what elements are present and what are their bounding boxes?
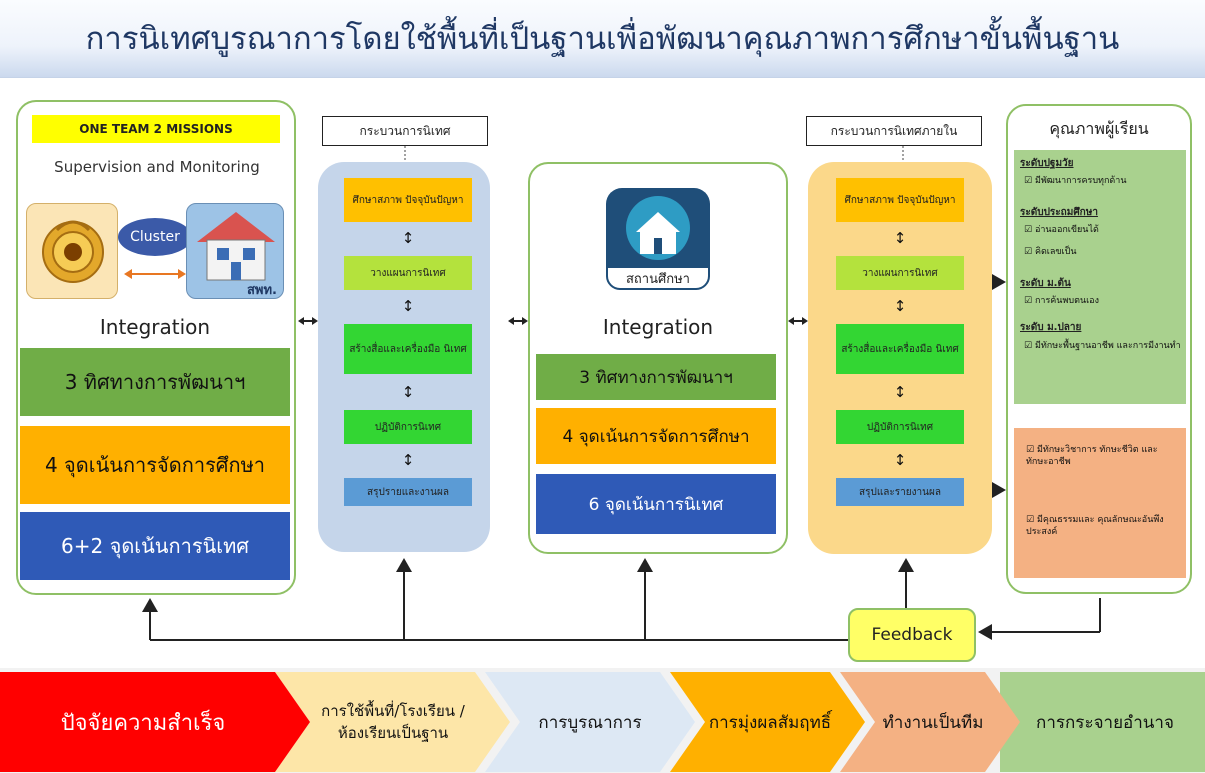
right-step-study: ศึกษาสภาพ ปัจจุบันปัญหา: [836, 178, 964, 222]
cluster-oval: Cluster: [118, 218, 192, 256]
feedback-box: Feedback: [848, 608, 976, 662]
check-icon: ☑: [1026, 515, 1037, 525]
factor-area-based: การใช้พื้นที่/โรงเรียน /ห้องเรียนเป็นฐาน: [321, 702, 465, 742]
updown-arrow-icon: ↕: [401, 450, 415, 469]
level-item-text: คิดเลขเป็น: [1034, 247, 1077, 257]
check-icon: ☑: [1026, 445, 1037, 455]
left-box-supervision-focus: 6+2 จุดเน้นการนิเทศ: [20, 512, 290, 580]
level-heading: ระดับ ม.ต้น: [1020, 278, 1071, 289]
process-right-header: กระบวนการนิเทศภายใน: [806, 116, 982, 146]
level-item: ☑ มีทักษะพื้นฐานอาชีพ และการมีงานทำ: [1024, 340, 1184, 370]
left-box-education-focus: 4 จุดเน้นการจัดการศึกษา: [20, 426, 290, 504]
office-badge: [186, 203, 284, 299]
check-icon: ☑: [1024, 247, 1035, 257]
left-step-summary: สรุปรายและงานผล: [344, 478, 472, 506]
success-chevrons: [0, 672, 1205, 772]
left-box-directions: 3 ทิศทางการพัฒนาฯ: [20, 348, 290, 416]
center-box-directions: 3 ทิศทางการพัฒนาฯ: [536, 354, 776, 400]
level-item-text: อ่านออกเขียนได้: [1034, 225, 1099, 235]
house-icon: [197, 212, 275, 281]
updown-arrow-icon: ↕: [401, 382, 415, 401]
factor-achievement: การมุ่งผลสัมฤทธิ์: [708, 712, 832, 733]
level-item-text: การค้นพบตนเอง: [1034, 296, 1099, 306]
level-heading: ระดับ ม.ปลาย: [1020, 322, 1082, 333]
school-badge: [606, 188, 710, 290]
quality-levels-box: [1014, 150, 1186, 404]
updown-arrow-icon: ↕: [401, 296, 415, 315]
quality-skills-box: [1014, 428, 1186, 578]
emblem-icon: [42, 220, 104, 283]
updown-arrow-icon: ↕: [893, 228, 907, 247]
title-bar: [0, 0, 1205, 78]
school-icon: [626, 196, 690, 260]
factor-decentralization: การกระจายอำนาจ: [1036, 712, 1174, 733]
factor-teamwork: ทำงานเป็นทีม: [882, 712, 984, 733]
left-step-study: ศึกษาสภาพ ปัจจุบันปัญหา: [344, 178, 472, 222]
skill-item: ☑ มีคุณธรรมและ คุณลักษณะอันพึงประสงค์: [1026, 514, 1176, 548]
center-box-education-focus: 4 จุดเน้นการจัดการศึกษา: [536, 408, 776, 464]
level-heading: ระดับประถมศึกษา: [1020, 207, 1098, 218]
right-step-tools: สร้างสื่อและเครื่องมือ นิเทศ: [836, 324, 964, 374]
level-item: ☑ อ่านออกเขียนได้: [1024, 224, 1184, 238]
office-label: สพท.: [246, 282, 277, 298]
level-item: ☑ มีพัฒนาการครบทุกด้าน: [1024, 175, 1184, 203]
level-item: ☑ คิดเลขเป็น: [1024, 246, 1184, 260]
center-box-supervision-focus: 6 จุดเน้นการนิเทศ: [536, 474, 776, 534]
updown-arrow-icon: ↕: [401, 228, 415, 247]
integration-label-center: Integration: [602, 315, 714, 339]
integration-label-left: Integration: [99, 315, 211, 339]
level-item: ☑ การค้นพบตนเอง: [1024, 295, 1184, 309]
mission-label: ONE TEAM 2 MISSIONS: [32, 115, 280, 143]
double-arrow-icon: [124, 269, 186, 279]
left-step-plan: วางแผนการนิเทศ: [344, 256, 472, 290]
school-label: สถานศึกษา: [606, 266, 710, 290]
success-label: ปัจจัยความสำเร็จ: [60, 710, 226, 736]
skill-item: ☑ มีทักษะวิชาการ ทักษะชีวิต และทักษะอาชี…: [1026, 444, 1176, 490]
left-step-tools: สร้างสื่อและเครื่องมือ นิเทศ: [344, 324, 472, 374]
updown-arrow-icon: ↕: [893, 450, 907, 469]
updown-arrow-icon: ↕: [893, 382, 907, 401]
obec-emblem: [26, 203, 118, 299]
process-left-header: กระบวนการนิเทศ: [322, 116, 488, 146]
level-item-text: มีทักษะพื้นฐานอาชีพ และการมีงานทำ: [1034, 341, 1181, 351]
page-title: การนิเทศบูรณาการโดยใช้พื้นที่เป็นฐานเพื่…: [85, 21, 1120, 57]
supervision-subtitle: Supervision and Monitoring: [54, 158, 260, 176]
right-step-plan: วางแผนการนิเทศ: [836, 256, 964, 290]
right-step-practice: ปฏิบัติการนิเทศ: [836, 410, 964, 444]
check-icon: ☑: [1024, 225, 1035, 235]
skill-item-text: มีคุณธรรมและ คุณลักษณะอันพึงประสงค์: [1026, 515, 1164, 537]
quality-title: คุณภาพผู้เรียน: [1049, 118, 1149, 138]
factor-integration: การบูรณาการ: [538, 712, 642, 733]
check-icon: ☑: [1024, 341, 1035, 351]
updown-arrow-icon: ↕: [893, 296, 907, 315]
level-heading: ระดับปฐมวัย: [1020, 158, 1074, 169]
right-step-summary: สรุปและรายงานผล: [836, 478, 964, 506]
level-item-text: มีพัฒนาการครบทุกด้าน: [1034, 176, 1127, 186]
left-step-practice: ปฏิบัติการนิเทศ: [344, 410, 472, 444]
skill-item-text: มีทักษะวิชาการ ทักษะชีวิต และทักษะอาชีพ: [1026, 445, 1158, 467]
check-icon: ☑: [1024, 176, 1035, 186]
check-icon: ☑: [1024, 296, 1035, 306]
